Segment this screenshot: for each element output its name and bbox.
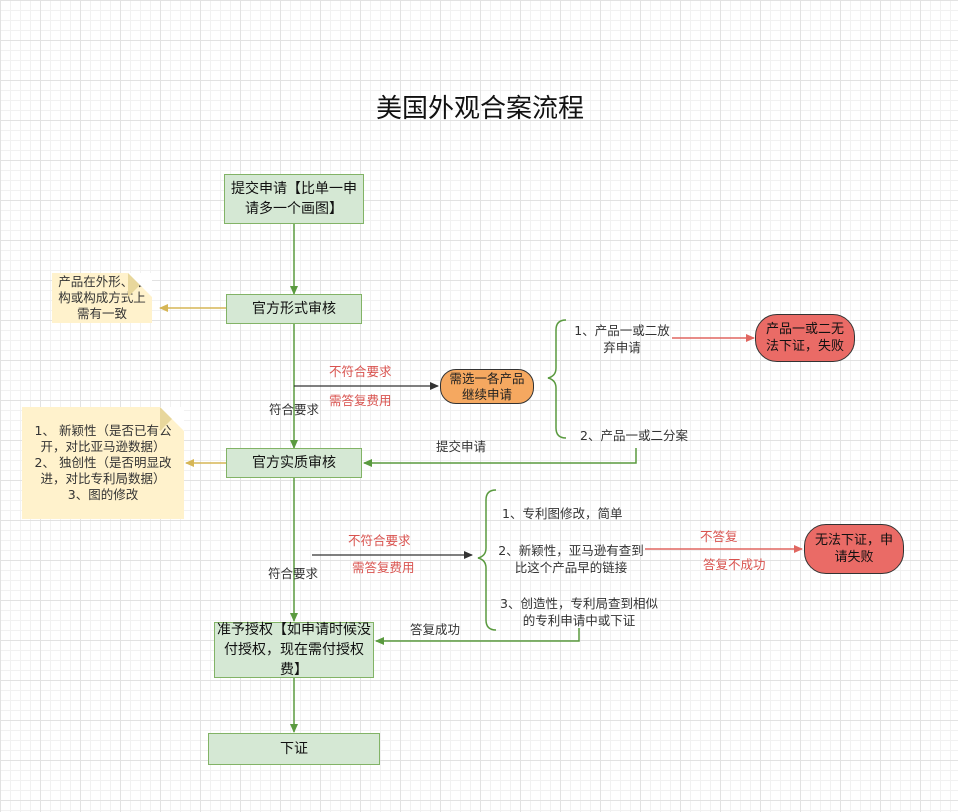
branch-drawing-option: 1、专利图修改，简单 <box>502 506 623 521</box>
note-novelty: 1、 新颖性（是否已有公开，对比亚马逊数据） <box>34 423 172 454</box>
brace-branches-1 <box>547 319 567 439</box>
certificate-box[interactable]: 下证 <box>208 733 380 765</box>
fail-node-2[interactable]: 无法下证，申请失败 <box>804 524 904 574</box>
branch-divisional-option: 2、产品一或二分案 <box>580 428 688 443</box>
formal-review-note: 产品在外形、结构或构成方式上需有一致 <box>52 273 152 323</box>
grant-box[interactable]: 准予授权【如申请时候没付授权，现在需付授权费】 <box>214 622 374 678</box>
submit-application-box[interactable]: 提交申请【比单一申请多一个画图】 <box>224 174 364 224</box>
label-reply-fee-2: 需答复费用 <box>352 560 415 575</box>
label-compliant-2: 符合要求 <box>268 566 319 581</box>
label-reply-fee-1: 需答复费用 <box>329 393 392 408</box>
page-title: 美国外观合案流程 <box>375 94 584 124</box>
substantive-review-box[interactable]: 官方实质审核 <box>226 448 362 478</box>
branch-novelty-option: 2、新颖性，亚马逊有查到比这个产品早的链接 <box>498 543 644 575</box>
branch-abandon-option: 1、产品一或二放弃申请 <box>574 323 670 355</box>
arrow-reply-success-to-grant <box>375 628 580 645</box>
label-reply-success: 答复成功 <box>410 622 461 637</box>
label-reply-failed: 答复不成功 <box>703 557 766 572</box>
label-no-reply: 不答复 <box>700 529 738 544</box>
label-submit-application: 提交申请 <box>436 439 487 454</box>
note-inventiveness: 2、 独创性（是否明显改进，对比专利局数据） <box>34 455 172 486</box>
substantive-review-note: 1、 新颖性（是否已有公开，对比亚马逊数据） 2、 独创性（是否明显改进，对比专… <box>22 407 184 519</box>
label-not-compliant-1: 不符合要求 <box>329 364 392 379</box>
label-compliant-1: 符合要求 <box>269 402 320 417</box>
arrow-divisional-to-substantive <box>363 448 637 467</box>
note-drawing-fix: 3、图的修改 <box>67 487 139 502</box>
formal-review-box[interactable]: 官方形式审核 <box>226 294 362 324</box>
fail-node-1[interactable]: 产品一或二无法下证，失败 <box>755 314 855 362</box>
brace-branches-2 <box>477 489 497 631</box>
choose-product-node[interactable]: 需选一各产品继续申请 <box>440 369 534 404</box>
branch-inventiveness-option: 3、创造性，专利局查到相似的专利申请中或下证 <box>500 596 658 628</box>
label-not-compliant-2: 不符合要求 <box>348 533 411 548</box>
